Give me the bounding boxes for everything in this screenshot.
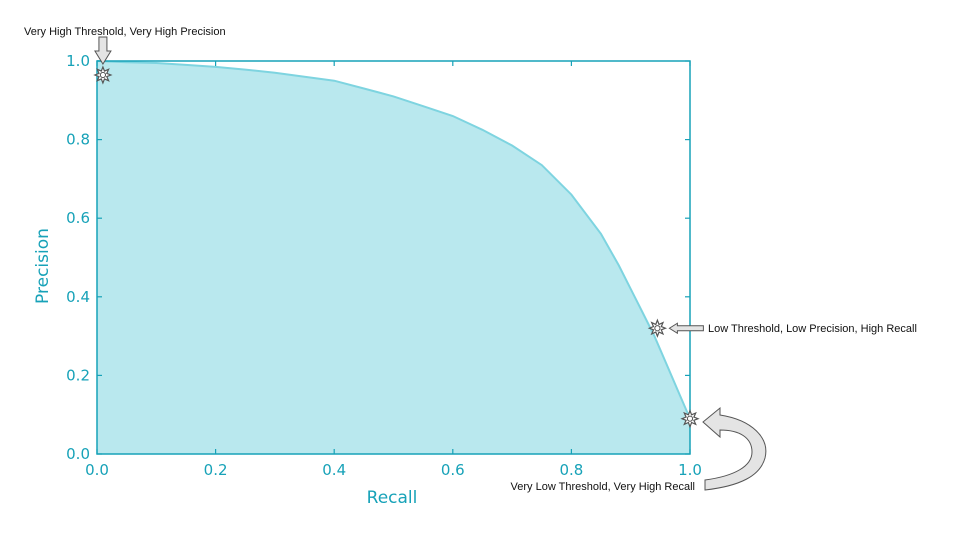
precision-recall-curve — [96, 60, 691, 419]
y-tick-label: 0.0 — [66, 445, 90, 463]
x-tick-label: 0.0 — [85, 461, 109, 479]
plot-layer — [96, 60, 691, 454]
y-axis-title: Precision — [33, 228, 53, 304]
x-tick-label: 0.4 — [322, 461, 346, 479]
x-tick-label: 1.0 — [678, 461, 702, 479]
marker-high-recall-core — [686, 415, 694, 422]
plot-frame — [96, 60, 691, 455]
x-tick-label: 0.8 — [559, 461, 583, 479]
x-tick-label: 0.2 — [204, 461, 228, 479]
marker-high-recall — [680, 409, 700, 429]
arrow-down-icon — [94, 36, 112, 65]
annotation-low-precision: Low Threshold, Low Precision, High Recal… — [708, 323, 917, 335]
curved-arrow-icon — [702, 406, 767, 491]
y-tick-label: 0.2 — [66, 366, 90, 384]
marker-high-precision-core — [99, 71, 107, 79]
marker-high-precision — [93, 65, 113, 85]
axes-layer: 0.0 0.2 0.4 0.6 0.8 1.0 0.0 0.2 0.4 0.6 0.8 1.0 — [66, 52, 702, 479]
marker-low-precision — [647, 318, 668, 338]
y-tick-label: 0.4 — [66, 288, 90, 306]
arrow-left-icon — [668, 322, 704, 335]
y-tick-label: 0.8 — [66, 131, 90, 149]
annotation-high-recall: Very Low Threshold, Very High Recall — [511, 481, 695, 493]
annotation-layer: Very High Threshold, Very High Precision… — [24, 26, 917, 493]
x-axis-title: Recall — [367, 488, 418, 508]
x-tick-label: 0.6 — [441, 461, 465, 479]
y-tick-label: 0.6 — [66, 209, 90, 227]
marker-low-precision-core — [654, 325, 661, 332]
annotation-high-precision: Very High Threshold, Very High Precision — [24, 26, 226, 38]
y-tick-label: 1.0 — [66, 52, 90, 70]
area-fill — [97, 61, 690, 454]
